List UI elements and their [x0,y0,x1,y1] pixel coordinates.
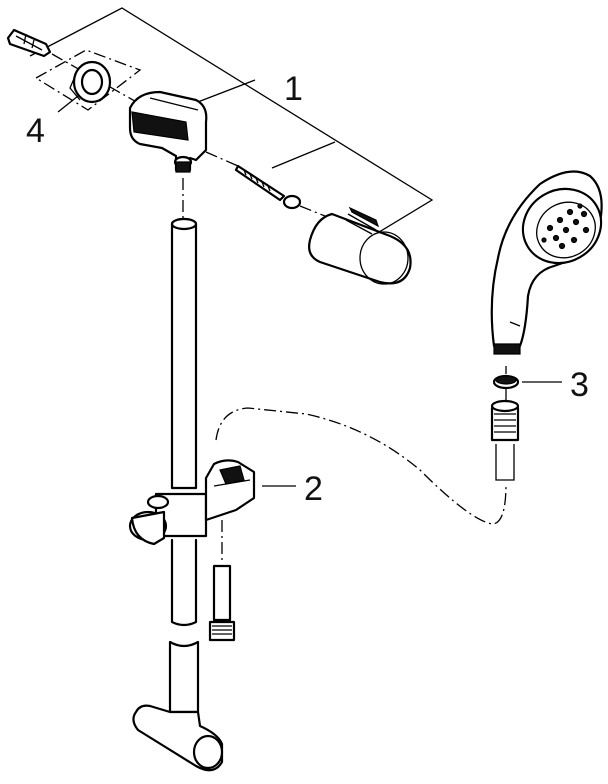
spacer-ring [34,49,142,111]
washer [492,366,520,400]
end-cap [299,205,412,285]
hose-nut [490,399,520,481]
callout-1: 1 [284,70,303,108]
callout-3: 3 [570,366,589,404]
screw [205,151,302,210]
callout-4: 4 [26,112,45,150]
hand-shower [490,170,603,355]
kit-grouping-frame [29,7,434,247]
shower-rail [168,217,200,714]
spacer-leader-line [57,95,79,113]
slider [128,459,256,546]
hose-cone [208,564,236,642]
wall-plug [6,28,52,58]
lower-wall-bracket [132,704,224,772]
wall-bracket [128,90,208,173]
hose-path [215,407,507,525]
spray-nozzles [541,203,590,250]
callout-2: 2 [304,470,323,508]
